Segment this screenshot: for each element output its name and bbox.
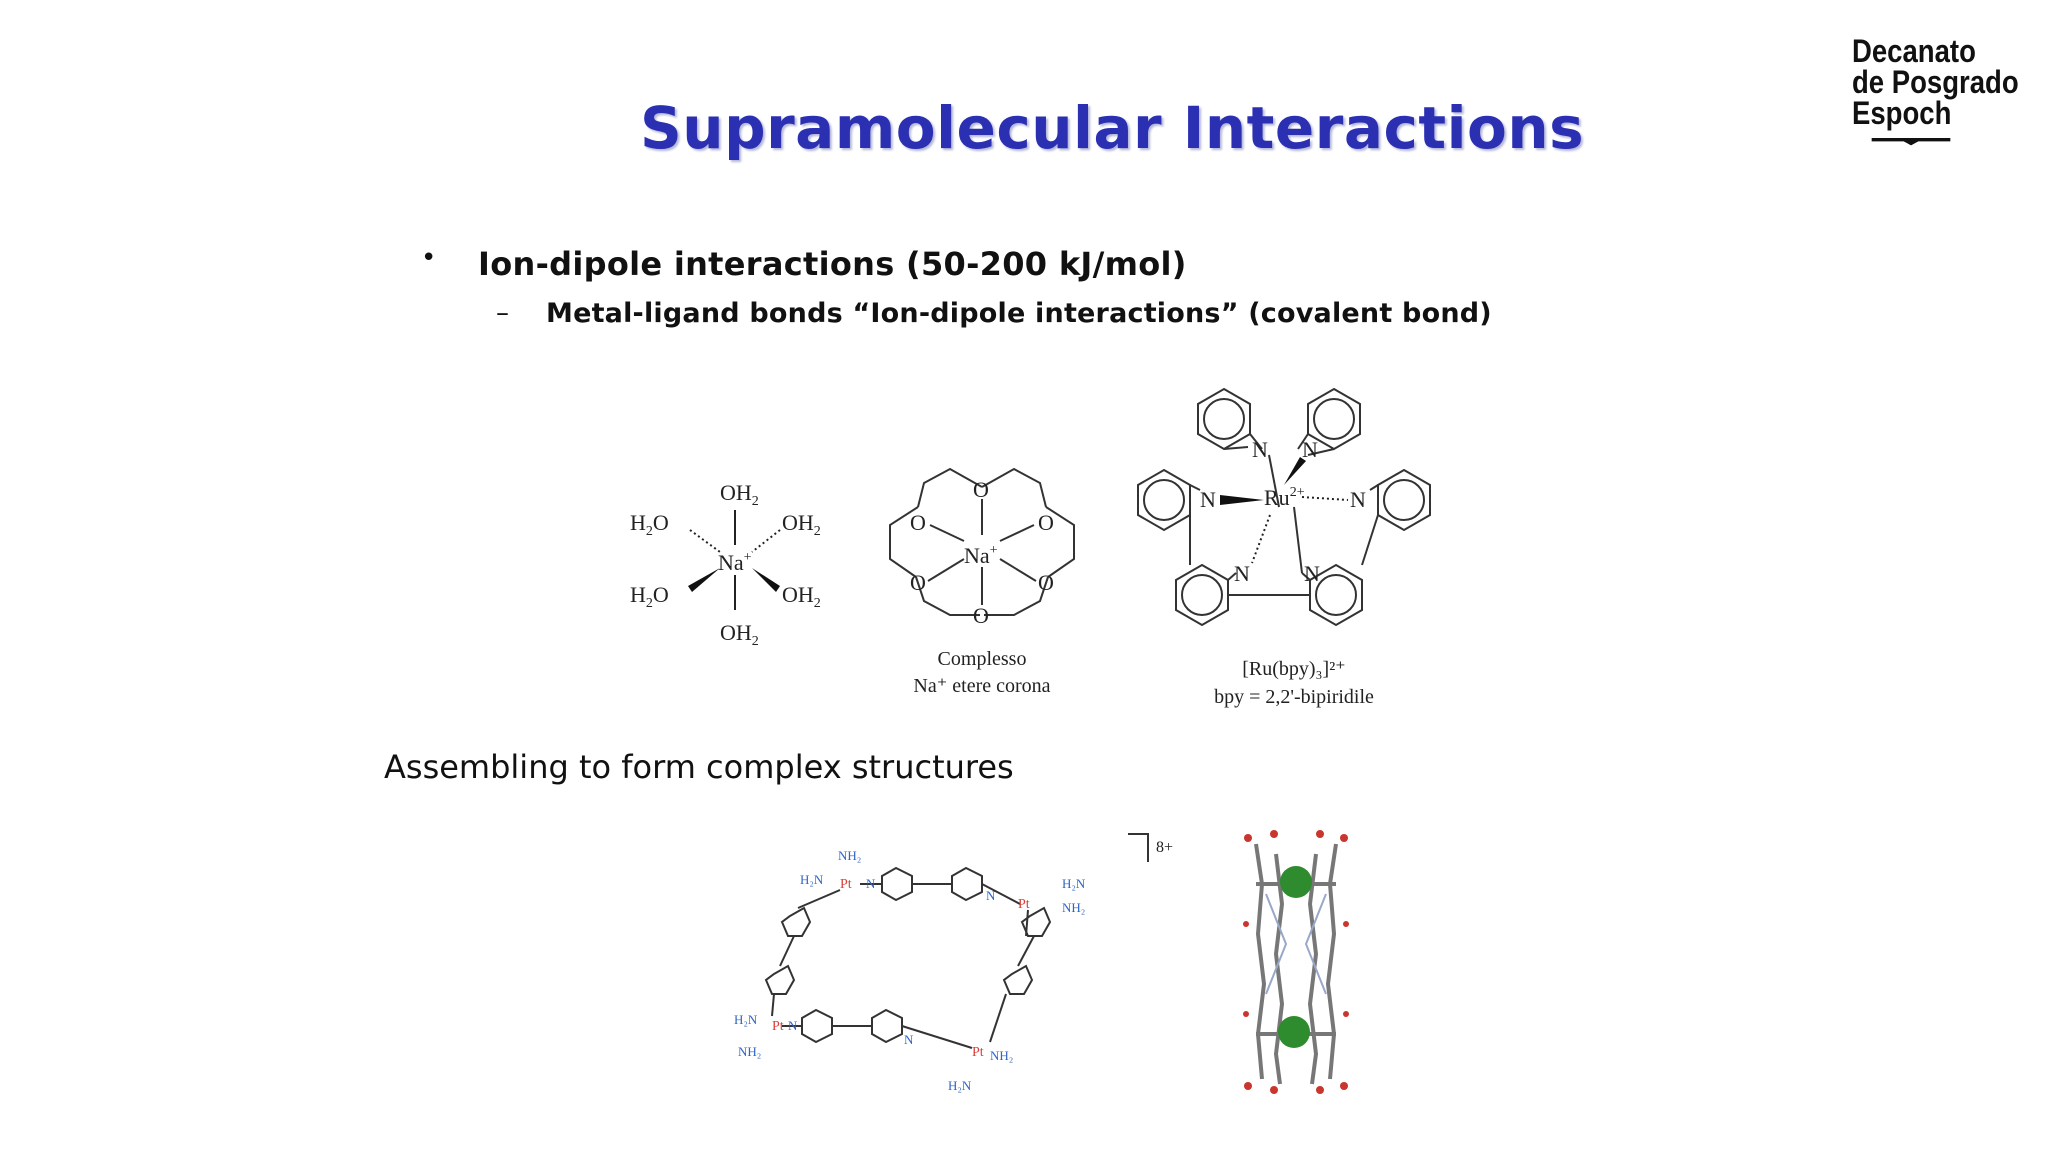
svg-text:N: N xyxy=(1234,561,1250,586)
svg-text:Pt: Pt xyxy=(772,1019,784,1034)
svg-text:O: O xyxy=(973,603,989,628)
logo-line-1: Decanato xyxy=(1852,33,1976,69)
logo-line-2: de Posgrado xyxy=(1852,64,2019,100)
svg-text:H₂N: H₂N xyxy=(800,872,824,887)
crown-caption-1: Complesso xyxy=(938,648,1027,670)
svg-text:NH₂: NH₂ xyxy=(990,1048,1013,1063)
svg-text:Ru2+: Ru2+ xyxy=(1264,485,1305,510)
bullet-marker: • xyxy=(421,243,437,273)
svg-text:O: O xyxy=(1038,570,1054,595)
sub-bullet-metal-ligand: Metal-ligand bonds “Ion-dipole interacti… xyxy=(546,298,1492,329)
svg-text:N: N xyxy=(788,1018,798,1033)
svg-text:Na+: Na+ xyxy=(718,550,752,575)
logo: Decanato de Posgrado Espoch xyxy=(1852,33,2019,131)
svg-text:OH2: OH2 xyxy=(720,480,759,509)
svg-text:NH₂: NH₂ xyxy=(738,1044,761,1059)
svg-text:N: N xyxy=(1304,561,1320,586)
sub-bullet-marker: – xyxy=(496,298,509,328)
slide-title: Supramolecular Interactions xyxy=(640,94,1585,162)
svg-text:H₂N: H₂N xyxy=(1062,876,1086,891)
ru-caption-2: bpy = 2,2'-bipiridile xyxy=(1214,686,1374,708)
svg-text:N: N xyxy=(866,876,876,891)
svg-text:Na+: Na+ xyxy=(964,543,998,568)
svg-text:OH2: OH2 xyxy=(782,510,821,539)
svg-text:8+: 8+ xyxy=(1156,839,1173,856)
svg-text:NH₂: NH₂ xyxy=(1062,900,1085,915)
svg-text:O: O xyxy=(1038,510,1054,535)
svg-text:O: O xyxy=(910,570,926,595)
cage-3d-model-figure xyxy=(1243,830,1349,1094)
svg-text:H₂N: H₂N xyxy=(948,1078,972,1093)
ru-bpy-complex-figure: N N N N N N Ru2+ [Ru(bpy)₃]²⁺ bpy = 2,2'… xyxy=(1137,387,1431,708)
svg-text:N: N xyxy=(1252,437,1268,462)
svg-text:OH2: OH2 xyxy=(720,620,759,649)
svg-text:O: O xyxy=(973,477,989,502)
pt-molecular-square-figure: Pt Pt Pt Pt NH₂ H₂N NH₂ H₂N H₂N NH₂ NH₂ … xyxy=(734,833,1173,1093)
crown-caption-2: Na⁺ etere corona xyxy=(913,675,1050,697)
svg-text:H2O: H2O xyxy=(630,582,669,611)
svg-text:H₂N: H₂N xyxy=(734,1012,758,1027)
svg-text:NH₂: NH₂ xyxy=(838,848,861,863)
svg-text:N: N xyxy=(904,1032,914,1047)
ru-caption-1: [Ru(bpy)₃]²⁺ xyxy=(1242,658,1346,680)
hydrated-sodium-figure: OH2 OH2 H2O H2O OH2 OH2 Na+ xyxy=(630,480,821,649)
crown-ether-figure: O O O O O O Na+ Complesso Na⁺ etere coro… xyxy=(889,467,1075,697)
bullet-ion-dipole: Ion-dipole interactions (50-200 kJ/mol) xyxy=(478,245,1187,283)
svg-text:Pt: Pt xyxy=(1018,897,1030,912)
svg-text:N: N xyxy=(1302,437,1318,462)
logo-line-3: Espoch xyxy=(1852,95,1952,131)
svg-text:Pt: Pt xyxy=(972,1045,984,1060)
svg-text:OH2: OH2 xyxy=(782,582,821,611)
section-heading: Assembling to form complex structures xyxy=(384,748,1014,786)
logo-bookmark-icon xyxy=(1871,138,1951,146)
svg-text:O: O xyxy=(910,510,926,535)
svg-text:H2O: H2O xyxy=(630,510,669,539)
svg-text:Pt: Pt xyxy=(840,877,852,892)
svg-text:N: N xyxy=(986,888,996,903)
svg-text:N: N xyxy=(1200,487,1216,512)
svg-text:N: N xyxy=(1350,487,1366,512)
